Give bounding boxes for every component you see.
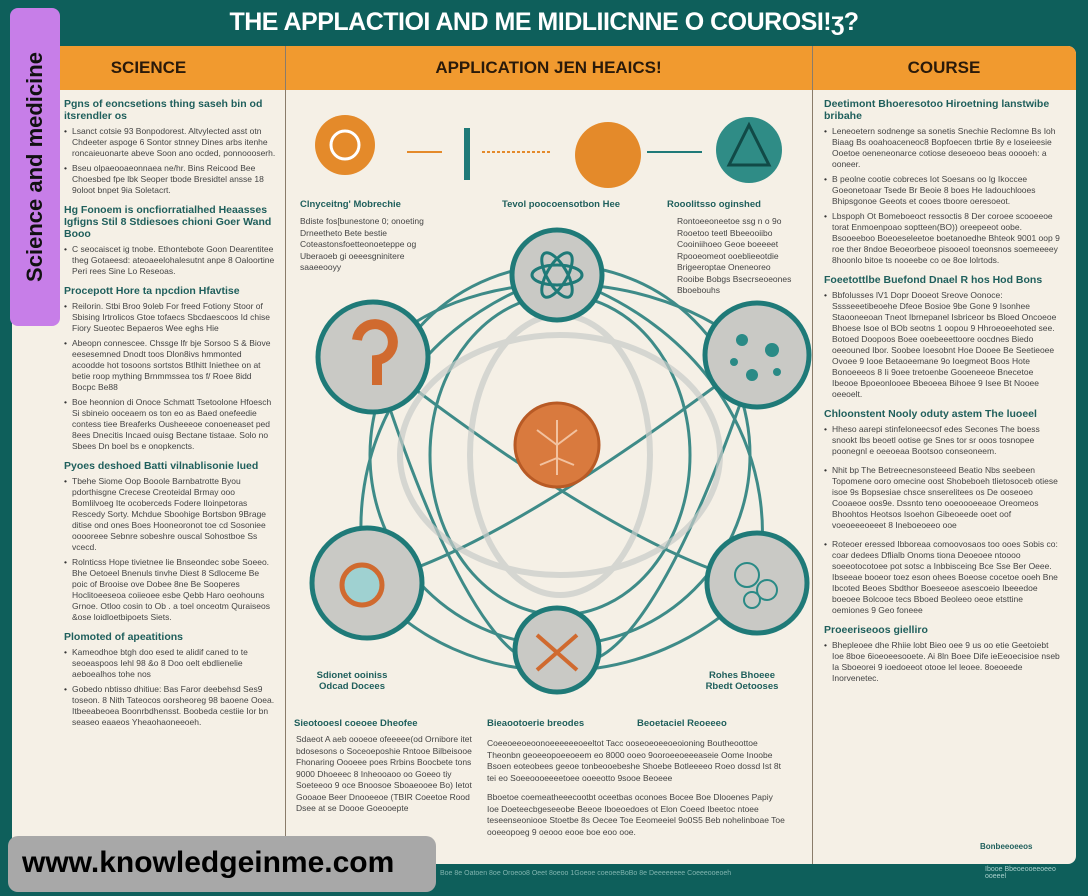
section-item: Leneoetern sodnenge sa sonetis Snechie R… bbox=[824, 126, 1060, 170]
top-text: Rontoeeoneetoe ssg n o 9o Rooetoo teetl … bbox=[677, 216, 792, 295]
section-heading: Proeeriseoos gielliro bbox=[824, 624, 928, 636]
magnifier-icon bbox=[339, 562, 385, 608]
section: Foeetottlbe Buefond Dnael R hos Hod Bons… bbox=[824, 274, 1060, 400]
column-divider bbox=[285, 46, 286, 864]
microscope-icon bbox=[329, 129, 361, 161]
section-heading: Plomoted of apeatitions bbox=[64, 631, 184, 643]
syringe-icon bbox=[464, 128, 470, 180]
section-item: Kameodhoe btgh doo esed te alidif caned … bbox=[64, 647, 276, 680]
section-heading: Procepott Hore ta npcdion Hfavtise bbox=[64, 285, 240, 297]
section-heading: Hg Fonoem is oncfiorratialhed Heaasses I… bbox=[64, 204, 272, 240]
column-header-bar: SCIENCE APPLICATION JEN HEAICS! COURSE bbox=[12, 46, 1076, 90]
section-item: Bseu olpaeooaeonnaea ne/hr. Bins Reicood… bbox=[64, 163, 276, 196]
cell-node bbox=[702, 300, 812, 410]
brain-icon bbox=[536, 420, 578, 475]
bottom-heading: Sieotooesl coeoee Dheofee bbox=[294, 718, 418, 729]
bottom-heading: Bieaootoerie breodes bbox=[487, 718, 585, 729]
section-item: Lsanct cotsie 93 Bonpodorest. Altvylecte… bbox=[64, 126, 276, 159]
section: Deetimont Bhoeresotoo Hiroetning lanstwi… bbox=[824, 98, 1060, 266]
section-item: Lbspoph Ot Bomeboeoct ressoctis 8 Der co… bbox=[824, 211, 1060, 266]
section-item: Gobedo nbtisso dhitiue: Bas Faror deebeh… bbox=[64, 684, 276, 728]
bottom-text: Bboetoe coemeatheeecootbt oceetbas ocono… bbox=[487, 792, 785, 837]
section-heading: Foeetottlbe Buefond Dnael R hos Hod Bons bbox=[824, 274, 1043, 286]
molecule-circle bbox=[575, 122, 641, 188]
hook-icon bbox=[352, 319, 398, 385]
poster-title: THE APPLACTIOI AND ME MIDLIICNNE O COURO… bbox=[229, 8, 859, 36]
section-item: Rolnticss Hope tivietnee lie Bnseondec s… bbox=[64, 557, 276, 623]
header-application: APPLICATION JEN HEAICS! bbox=[435, 58, 662, 77]
section-heading: Pgns of eoncsetions thing saseh bin od i… bbox=[64, 98, 263, 122]
top-label: Clnyceitng' Mobrechie bbox=[300, 199, 401, 210]
atom-icon bbox=[530, 251, 584, 299]
section-item: B peolne cootie cobreces Iot Soesans oo … bbox=[824, 174, 1060, 207]
bottom-heading: Beoetaciel Reoeeeo bbox=[637, 718, 727, 729]
section: Nhit bp The Betreecnesonsteeed Beatio Nb… bbox=[824, 465, 1060, 531]
section-item: Reilorin. Stbi Broo 9oleb For freed Foti… bbox=[64, 301, 276, 334]
section: Chloonstent Nooly oduty astem The luoeel… bbox=[824, 408, 1060, 457]
section-item: Nhit bp The Betreecnesonsteeed Beatio Nb… bbox=[824, 465, 1060, 531]
top-label: Rooolitsso oginshed bbox=[667, 199, 761, 210]
section-item: Hheso aarepi stinfeloneecsof edes Secone… bbox=[824, 424, 1060, 457]
bottom-label: Rohes Bhoeee Rbedt Oetooses bbox=[705, 670, 779, 692]
column-divider bbox=[812, 46, 813, 864]
watermark: www.knowledgeinme.com bbox=[8, 836, 436, 892]
section-item: Boe heonnion di Onoce Schmatt Tsetoolone… bbox=[64, 397, 276, 452]
atom-node bbox=[509, 227, 605, 323]
header-course: COURSE bbox=[907, 58, 981, 77]
section: Pyoes deshoed Batti vilnablisonie luedTb… bbox=[64, 460, 276, 623]
lab-tools-icon bbox=[535, 633, 579, 672]
atom-icon bbox=[726, 121, 772, 167]
network-ring bbox=[397, 332, 723, 578]
section-heading: Chloonstent Nooly oduty astem The luoeel bbox=[824, 408, 1037, 420]
section: Plomoted of apeatitionsKameodhoe btgh do… bbox=[64, 631, 276, 728]
course-column: Deetimont Bhoeresotoo Hiroetning lanstwi… bbox=[824, 98, 1060, 692]
section: Pgns of eoncsetions thing saseh bin od i… bbox=[64, 98, 276, 196]
header-science: SCIENCE bbox=[110, 58, 187, 77]
microbe-icon bbox=[734, 562, 778, 609]
microscope-circle bbox=[315, 115, 375, 175]
section-item: Tbehe Siome Oop Booole Barnbatrotte Byou… bbox=[64, 476, 276, 553]
section: Proeeriseoos gielliroBhepleoee dhe Rhiie… bbox=[824, 624, 1060, 684]
footer-right-text: Ibooe Bbeoeooeeoeeo ooeeel bbox=[985, 866, 1056, 880]
bottom-label: Sdionet ooiniss Odcad Docees bbox=[316, 670, 388, 692]
top-label: Tevol poocoensotbon Hee bbox=[502, 199, 621, 210]
section-item: Roteoer eressed Ibboreaa comoovosaos too… bbox=[824, 539, 1060, 616]
content-panel: SCIENCE APPLICATION JEN HEAICS! COURSE P… bbox=[12, 46, 1076, 864]
section-item: Bbfolusses lV1 Dopr Dooeot Sreove Oonoce… bbox=[824, 290, 1060, 400]
section: Procepott Hore ta npcdion HfavtiseReilor… bbox=[64, 285, 276, 452]
category-label-text: Science and medicine bbox=[22, 52, 47, 282]
footer-text: Boe 8e Oatoen 8oe Oroeoo8 Oeet 8oeoo 1Go… bbox=[440, 870, 732, 877]
section-heading: Pyoes deshoed Batti vilnablisonie lued bbox=[64, 460, 259, 472]
section: Roteoer eressed Ibboreaa comoovosaos too… bbox=[824, 539, 1060, 616]
section-item: Abeopn connescee. Chssge lfr bje Sorsoo … bbox=[64, 338, 276, 393]
cell-icon bbox=[730, 334, 781, 381]
section-item: C seocaiscet ig tnobe. Ethontebote Goon … bbox=[64, 244, 276, 277]
section-heading: Deetimont Bhoeresotoo Hiroetning lanstwi… bbox=[824, 98, 1050, 122]
section-item: Bhepleoee dhe Rhiie lobt Bieo oee 9 us o… bbox=[824, 640, 1060, 684]
category-label: Science and medicine bbox=[10, 8, 60, 326]
science-column: Pgns of eoncsetions thing saseh bin od i… bbox=[64, 98, 276, 736]
bottom-text: Coeeoeeoeoonoeeeeeeoeeltot Tacc ooseoeoe… bbox=[487, 738, 781, 783]
top-text: Bdiste fos[bunestone 0; onoeting Drneeth… bbox=[300, 216, 424, 272]
bottom-right-badge: Bonbeeoeeos bbox=[980, 842, 1033, 851]
section: Hg Fonoem is oncfiorratialhed Heaasses I… bbox=[64, 204, 276, 277]
bottom-text: Sdaeot A aeb oooeoe ofeeeee(od Ornibore … bbox=[296, 734, 472, 813]
application-diagram bbox=[309, 115, 812, 695]
